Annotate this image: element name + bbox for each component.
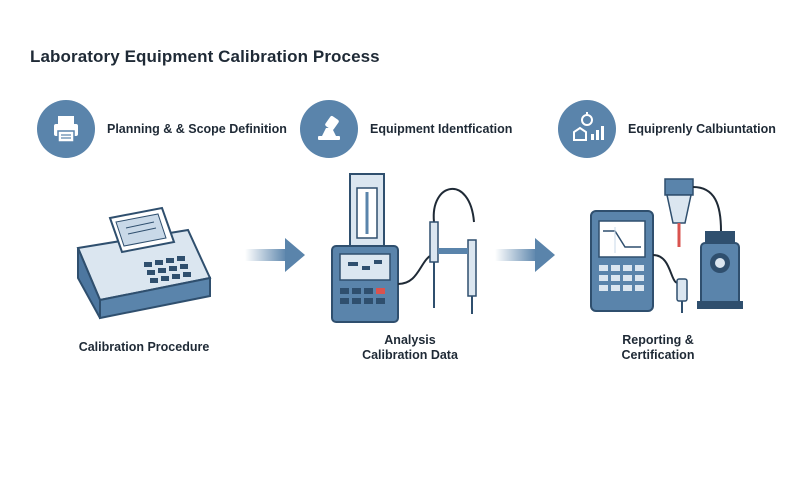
caption-analysis: Analysis Calibration Data [330, 333, 490, 363]
calibration-device-illustration [76, 206, 212, 320]
step-calibration: Equiprenly Calbiuntation [558, 100, 776, 158]
step-planning-label: Planning & & Scope Definition [107, 122, 287, 136]
arrow-right-icon [245, 238, 305, 272]
caption-text-line1: Reporting & [622, 333, 694, 347]
printer-icon [37, 100, 95, 158]
caption-calibration-procedure: Calibration Procedure [64, 340, 224, 355]
step-identification-label: Equipment Identfication [370, 122, 513, 136]
arrow-right-icon [495, 238, 555, 272]
page-title: Laboratory Equipment Calibration Process [30, 47, 380, 66]
caption-text: Calibration Procedure [78, 340, 210, 354]
step-identification: Equipment Identfication [300, 100, 512, 158]
caption-text-line1: Analysis [384, 333, 436, 347]
lab-chart-icon [558, 100, 616, 158]
caption-reporting: Reporting & Certification [578, 333, 738, 363]
reporting-equipment-illustration [590, 178, 743, 313]
caption-text-line2: Calibration Data [362, 348, 458, 362]
stamp-icon [300, 100, 358, 158]
measurement-instrument-illustration [331, 173, 477, 323]
step-calibration-label: Equiprenly Calbiuntation [628, 122, 776, 136]
caption-text-line2: Certification [621, 348, 695, 362]
step-planning: Planning & & Scope Definition [37, 100, 287, 158]
